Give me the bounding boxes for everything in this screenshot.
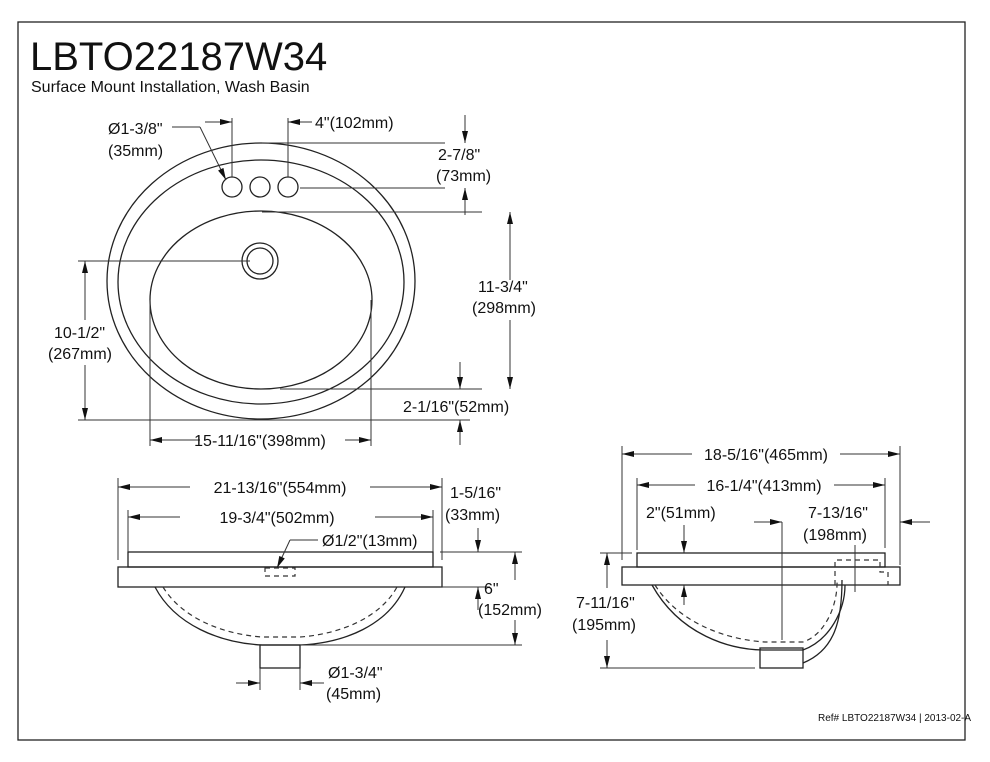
cutout-depth-label: 16-1/4"(413mm) xyxy=(706,478,821,495)
inner-rim xyxy=(117,159,405,405)
depth-mm-label: (152mm) xyxy=(478,602,542,619)
rim-height-label: 1-5/16" xyxy=(450,485,501,502)
drain-inner xyxy=(246,247,274,275)
drain-to-front-label: 10-1/2" xyxy=(54,325,105,342)
faucet-hole-left xyxy=(221,176,243,198)
top-view: Ø1-3/8" (35mm) 4"(102mm) 2-7/8" (73mm) 1… xyxy=(48,115,536,450)
drain-diameter-mm-label: (45mm) xyxy=(326,686,381,703)
total-height-mm-label: (195mm) xyxy=(572,617,636,634)
rim-height-mm-label: (33mm) xyxy=(445,507,500,524)
front-view: 21-13/16"(554mm) 19-3/4"(502mm) Ø1/2"(13… xyxy=(117,478,542,703)
side-view: 18-5/16"(465mm) 16-1/4"(413mm) 2"(51mm) … xyxy=(572,446,930,669)
drain-offset-mm-label: (198mm) xyxy=(803,527,867,544)
basin-bowl xyxy=(149,210,373,390)
rim-to-holes-label: 2-7/8" xyxy=(438,147,480,164)
basin-length-mm-label: (298mm) xyxy=(472,300,536,317)
drain-to-front-mm-label: (267mm) xyxy=(48,346,112,363)
reference-number: Ref# LBTO22187W34 | 2013-02-A xyxy=(818,713,971,724)
outer-rim xyxy=(106,142,416,420)
rim-to-holes-mm-label: (73mm) xyxy=(436,168,491,185)
subtitle: Surface Mount Installation, Wash Basin xyxy=(31,79,310,96)
rim-thickness-label: 2"(51mm) xyxy=(646,505,716,522)
drawing-frame xyxy=(17,21,966,741)
hole-spacing-label: 4"(102mm) xyxy=(315,115,394,132)
faucet-hole-right xyxy=(277,176,299,198)
hole-diameter-label: Ø1-3/8" xyxy=(108,121,163,138)
basin-length-label: 11-3/4" xyxy=(478,279,528,296)
cutout-width-label: 19-3/4"(502mm) xyxy=(219,510,334,527)
side-drain-outlet xyxy=(759,647,804,669)
drain-offset-label: 7-13/16" xyxy=(808,505,868,522)
model-title: LBTO22187W34 xyxy=(30,35,327,79)
basin-width-label: 15-11/16"(398mm) xyxy=(194,433,326,450)
bowl-outline xyxy=(154,586,406,646)
hole-diameter-mm-label: (35mm) xyxy=(108,143,163,160)
overflow-diameter-label: Ø1/2"(13mm) xyxy=(322,533,417,550)
front-rim-label: 2-1/16"(52mm) xyxy=(403,399,509,416)
overall-depth-label: 18-5/16"(465mm) xyxy=(704,447,828,464)
drain-diameter-label: Ø1-3/4" xyxy=(328,665,383,682)
drain-outlet xyxy=(259,644,301,669)
total-height-label: 7-11/16" xyxy=(576,595,635,612)
faucet-hole-center xyxy=(249,176,271,198)
depth-label: 6" xyxy=(484,581,499,598)
overall-width-label: 21-13/16"(554mm) xyxy=(214,480,347,497)
